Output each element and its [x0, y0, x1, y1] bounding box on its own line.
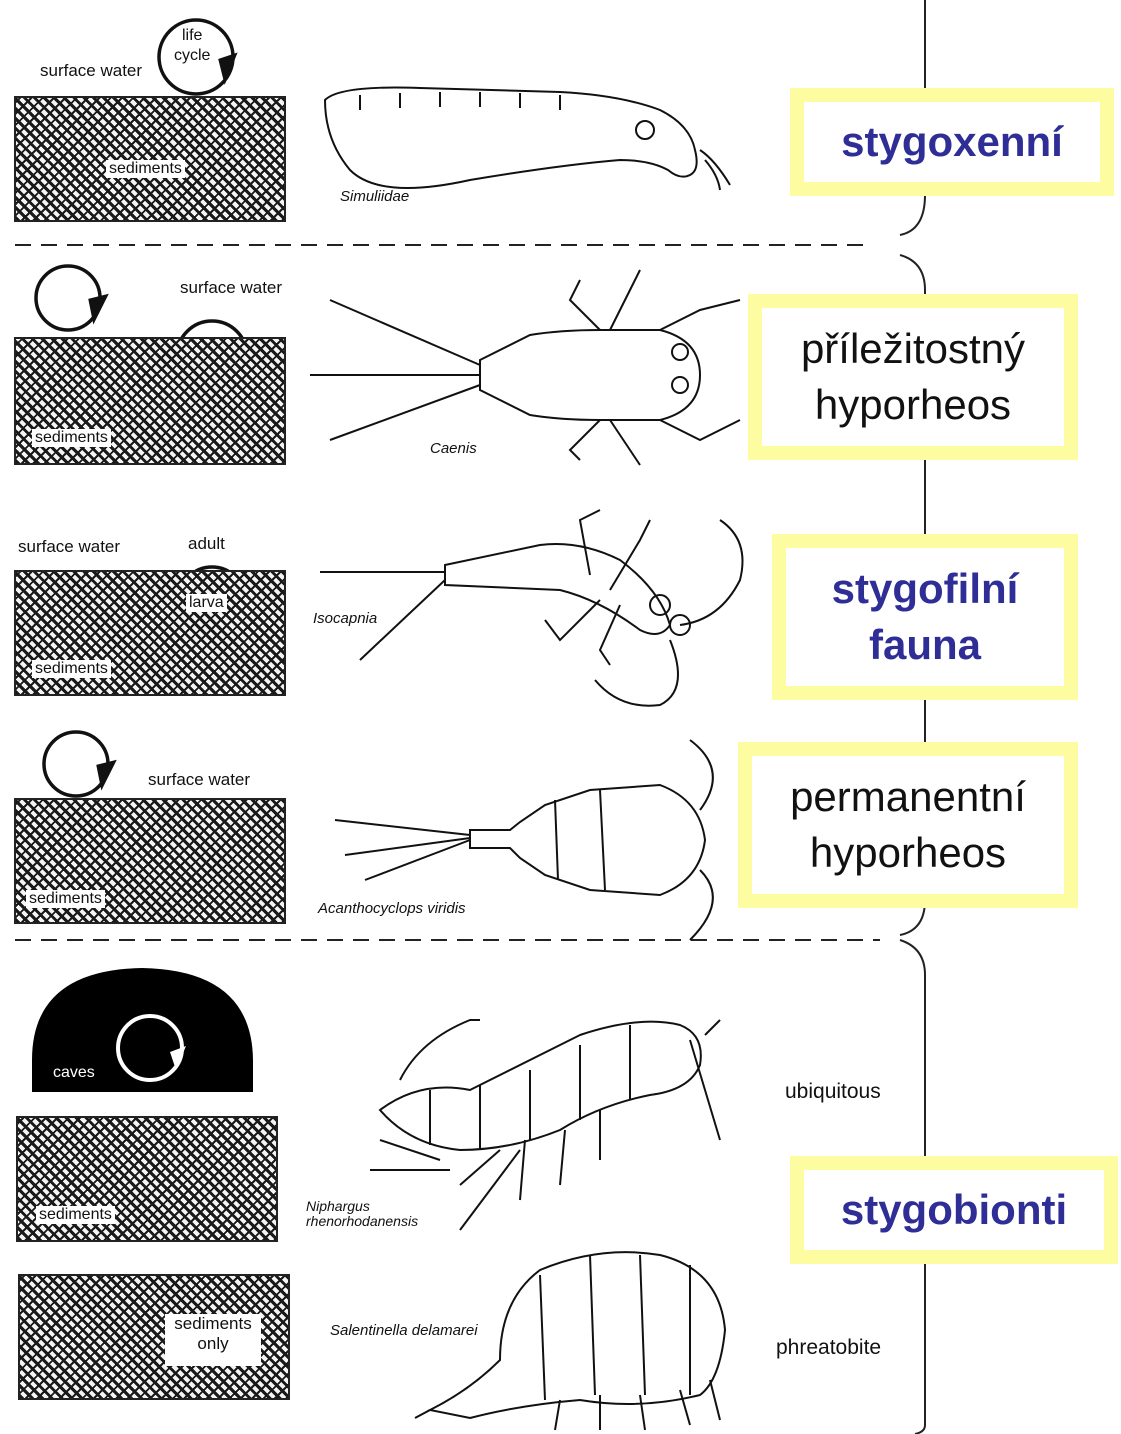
sediment-block-r6: sediments only [18, 1274, 290, 1400]
caves-label: caves [53, 1064, 95, 1082]
sediment-block-r3: larva sediments [14, 570, 286, 696]
species-label-caenis: Caenis [430, 440, 477, 457]
sediments-label-r1: sediments [106, 160, 185, 178]
life-cycle-label-line1: life [182, 27, 202, 45]
species-label-salentinella: Salentinella delamarei [330, 1322, 478, 1339]
heading-prilezitostny-hyporheos: příležitostný hyporheos [748, 294, 1078, 460]
niphargus-drawing [370, 1020, 720, 1230]
category-phreatobite: phreatobite [776, 1336, 881, 1360]
adult-label: adult [188, 534, 225, 554]
sediments-only-label-box: sediments only [165, 1314, 261, 1366]
caenis-drawing [310, 270, 740, 465]
sediment-block-r2: sediments [14, 337, 286, 465]
isocapnia-drawing [320, 510, 743, 706]
surface-water-label-r2: surface water [180, 278, 282, 298]
surface-water-label-r3: surface water [18, 537, 120, 557]
life-cycle-label-line2: cycle [174, 47, 210, 65]
species-label-acanthocyclops: Acanthocyclops viridis [318, 900, 466, 917]
simuliidae-drawing [325, 88, 730, 191]
sediments-only-line1: sediments [168, 1314, 258, 1334]
sediments-only-line2: only [168, 1334, 258, 1354]
sediment-block-r4: sediments [14, 798, 286, 924]
sediment-block-r1: sediments [14, 96, 286, 222]
surface-water-label-r1: surface water [40, 61, 142, 81]
sediments-label-r2: sediments [32, 429, 111, 447]
life-cycle-circle-r2a [36, 266, 100, 330]
sediments-label-r3: sediments [32, 660, 111, 678]
species-label-simuliidae: Simuliidae [340, 188, 409, 205]
heading-stygofilni-fauna: stygofilní fauna [772, 534, 1078, 700]
heading-stygoxenni: stygoxenní [790, 88, 1114, 196]
species-label-niphargus-line2: rhenorhodanensis [306, 1213, 418, 1229]
sediment-block-r5: sediments [16, 1116, 278, 1242]
species-label-isocapnia: Isocapnia [313, 610, 377, 627]
surface-water-label-r4: surface water [148, 770, 250, 790]
species-label-niphargus-line1: Niphargus [306, 1198, 370, 1214]
sediments-label-r4: sediments [26, 890, 105, 908]
heading-permanentni-hyporheos: permanentní hyporheos [738, 742, 1078, 908]
salentinella-drawing [415, 1252, 725, 1430]
category-ubiquitous: ubiquitous [785, 1080, 881, 1104]
sediments-label-r5: sediments [36, 1206, 115, 1224]
heading-stygobionti: stygobionti [790, 1156, 1118, 1264]
life-cycle-circle-r4a [44, 732, 108, 796]
larva-label: larva [186, 594, 227, 612]
